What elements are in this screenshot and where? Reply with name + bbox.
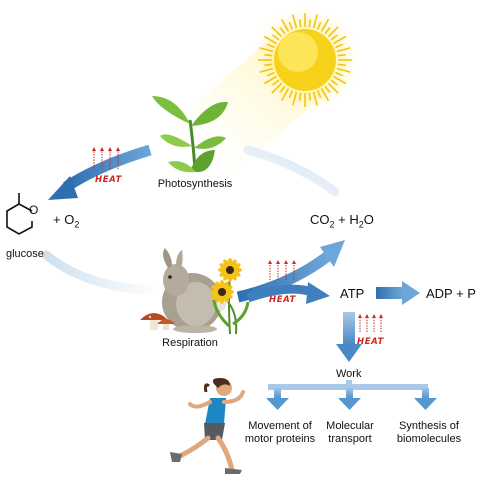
rabbit-icon [162,248,226,333]
sun-icon [247,2,363,118]
sun-ray [266,43,275,49]
h2o-o-text: O [363,212,374,227]
sun-ray [263,75,277,85]
ring-oxygen-label: O [29,203,38,217]
glucose-ring-icon: O [6,193,38,235]
sun-ray [337,63,346,67]
h2o-subscript: 2 [358,219,364,230]
sun-ray [336,67,351,73]
oxygen-subscript: 2 [74,219,80,230]
work-branch-arrows [266,380,437,410]
sun-ray [264,63,273,67]
sun-ray [271,79,280,86]
sun-ray [316,90,322,99]
sun-ray [271,26,283,38]
oxygen-term: + O2 [53,213,79,232]
flower-center [226,266,234,274]
h2o-plus-text: + H [334,212,359,227]
output-line-1: Movement of [248,420,312,432]
output-line-1: Molecular [326,420,374,432]
heat-icon: HEAT [357,314,384,347]
sun-ray [292,91,298,106]
sun-ray [330,34,339,41]
adp-p-label: ADP + P [426,286,476,301]
output-line-1: Synthesis of [399,420,459,432]
output-line-2: biomolecules [396,433,462,445]
sun-ray [288,21,294,30]
glucose-label: glucose [6,248,44,260]
sun-ray [324,85,331,94]
atp-to-adp-arrow [376,281,420,305]
cycle-ring-left [41,250,165,295]
co2-text: CO [310,212,330,227]
photosynthesis-label: Photosynthesis [157,178,233,190]
sun-ray [333,35,347,45]
sun-ray [271,34,280,41]
sun-ray [336,47,351,53]
sun-ray [320,88,330,102]
sun-ray [316,21,322,30]
heat-icon: HEAT [268,260,296,305]
output-molecular-transport: Molecular transport [312,420,388,446]
sun-ray [335,71,344,77]
flower-icon [210,258,250,335]
sun-ray [330,79,339,86]
output-motor-proteins: Movement of motor proteins [240,420,320,446]
sun-ray [279,26,286,35]
sun-ray [335,43,344,49]
sun-ray [263,35,277,45]
sun-ray [298,19,302,28]
sun-ray [259,47,274,53]
atp-to-work-arrow [336,312,362,362]
heat-label-photosynthesis: HEAT [95,175,122,185]
output-line-2: transport [328,433,372,445]
respiration-label: Respiration [162,337,218,349]
sun-ray [271,82,283,94]
sun-ray [279,85,286,94]
sun-ray [259,67,274,73]
flower-center [218,288,226,296]
sun-ray [312,14,318,29]
runner-icon [170,378,245,474]
oxygen-prefix: + O [53,212,75,227]
photosynthesis-arrow [48,144,152,200]
output-synthesis-biomolecules: Synthesis of biomolecules [388,420,470,446]
sun-ray [320,18,330,32]
co2-h2o-label: CO2 + H2O [310,213,374,232]
sun-ray [298,92,302,101]
sun-ray [327,82,339,94]
sun-ray [292,14,298,29]
sun-ray [333,75,347,85]
cycle-ring-right [243,145,340,197]
co2-subscript: 2 [329,219,335,230]
mushroom-icon [140,313,175,330]
sun-ray [327,26,339,38]
sun-ray [312,91,318,106]
sun-ray [337,53,346,57]
plant-icon [152,96,228,173]
heat-label-respiration: HEAT [269,295,296,305]
respiration-to-atp-arrow [246,282,330,304]
sun-ray [264,53,273,57]
work-label: Work [336,368,362,380]
sun-ray [308,92,312,101]
atp-label: ATP [340,286,365,301]
heat-icon: HEAT [92,147,122,185]
sun-ray [280,88,290,102]
output-line-2: motor proteins [244,433,316,445]
sun-ray [308,19,312,28]
sun-ray [324,26,331,35]
heat-label-work: HEAT [357,337,384,347]
sun-ray [266,71,275,77]
sun-ray [280,18,290,32]
sun-ray [288,90,294,99]
